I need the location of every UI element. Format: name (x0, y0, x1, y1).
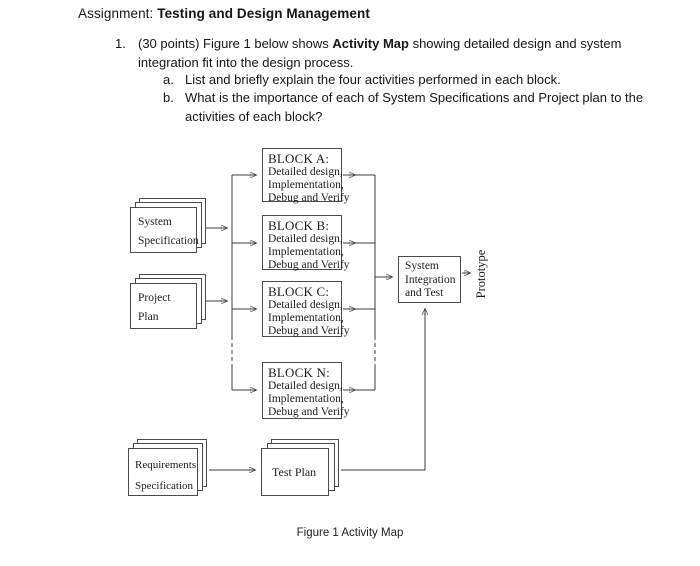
block-c-title: BLOCK C: (268, 284, 330, 299)
block-a-line-2: Implementation, (268, 179, 344, 192)
project-plan-doc: Project Plan (130, 274, 206, 329)
block-a-line-1: Detailed design, (268, 166, 343, 178)
sysspec-line-1: System (138, 216, 172, 228)
test-plan-doc: Test Plan (261, 439, 339, 496)
sub-b-text: What is the importance of each of System… (185, 90, 644, 124)
title-prefix: Assignment: (78, 6, 158, 21)
figure-caption: Figure 1 Activity Map (296, 527, 404, 539)
sub-b-label: b. (163, 90, 174, 105)
sub-a-label: a. (163, 72, 174, 87)
prototype-label: Prototype (474, 249, 488, 299)
block-n-line-2: Implementation, (268, 393, 344, 406)
reqspec-line-2: Specification (135, 480, 194, 492)
question-1: 1. (30 points) Figure 1 below shows Acti… (115, 35, 650, 72)
system-integration-box: System Integration and Test (398, 256, 461, 303)
requirements-specification-doc: Requirements Specification (128, 439, 207, 496)
sysspec-line-2: Specification (138, 235, 199, 247)
block-c: BLOCK C: Detailed design, Implementation… (262, 281, 350, 338)
block-n-line-1: Detailed design, (268, 380, 343, 392)
block-c-line-1: Detailed design, (268, 299, 343, 311)
question-text-before: (30 points) Figure 1 below shows (138, 36, 333, 51)
block-b-line-2: Implementation, (268, 246, 344, 259)
system-specification-doc: System Specification (130, 198, 206, 253)
block-n-line-3: Debug and Verify (268, 406, 350, 419)
question-number: 1. (115, 36, 126, 51)
reqspec-line-1: Requirements (135, 459, 197, 471)
test-plan-label: Test Plan (272, 464, 317, 479)
block-n: BLOCK N: Detailed design, Implementation… (262, 362, 350, 419)
connector-testplan-to-integration (341, 309, 425, 471)
block-n-title: BLOCK N: (268, 365, 330, 380)
block-c-line-2: Implementation, (268, 312, 344, 325)
block-b-line-1: Detailed design, (268, 233, 343, 245)
block-a-title: BLOCK A: (268, 151, 330, 166)
block-b-line-3: Debug and Verify (268, 259, 350, 272)
integration-line-3: and Test (405, 287, 444, 299)
sub-a-text: List and briefly explain the four activi… (185, 72, 561, 87)
system-specification-front: System Specification (130, 207, 199, 253)
project-plan-front: Project Plan (130, 283, 197, 329)
block-c-line-3: Debug and Verify (268, 325, 350, 338)
question-sub-b: b. What is the importance of each of Sys… (163, 89, 667, 126)
question-text-bold: Activity Map (332, 36, 409, 51)
integration-line-2: Integration (405, 273, 456, 286)
test-plan-front: Test Plan (261, 448, 329, 496)
question-text: (30 points) Figure 1 below shows Activit… (138, 35, 650, 72)
question-text-after: showing detailed design and system integ… (138, 36, 622, 70)
requirements-specification-front: Requirements Specification (128, 448, 198, 496)
projplan-line-1: Project (138, 292, 171, 304)
block-a-line-3: Debug and Verify (268, 192, 350, 205)
page-title: Assignment: Testing and Design Managemen… (78, 6, 370, 21)
block-a: BLOCK A: Detailed design, Implementation… (262, 148, 350, 205)
title-bold: Testing and Design Management (157, 6, 370, 21)
integration-line-1: System (405, 260, 439, 272)
block-b-title: BLOCK B: (268, 218, 330, 233)
block-b: BLOCK B: Detailed design, Implementation… (262, 215, 350, 272)
question-sub-a: a. List and briefly explain the four act… (163, 71, 677, 90)
projplan-line-2: Plan (138, 311, 159, 323)
